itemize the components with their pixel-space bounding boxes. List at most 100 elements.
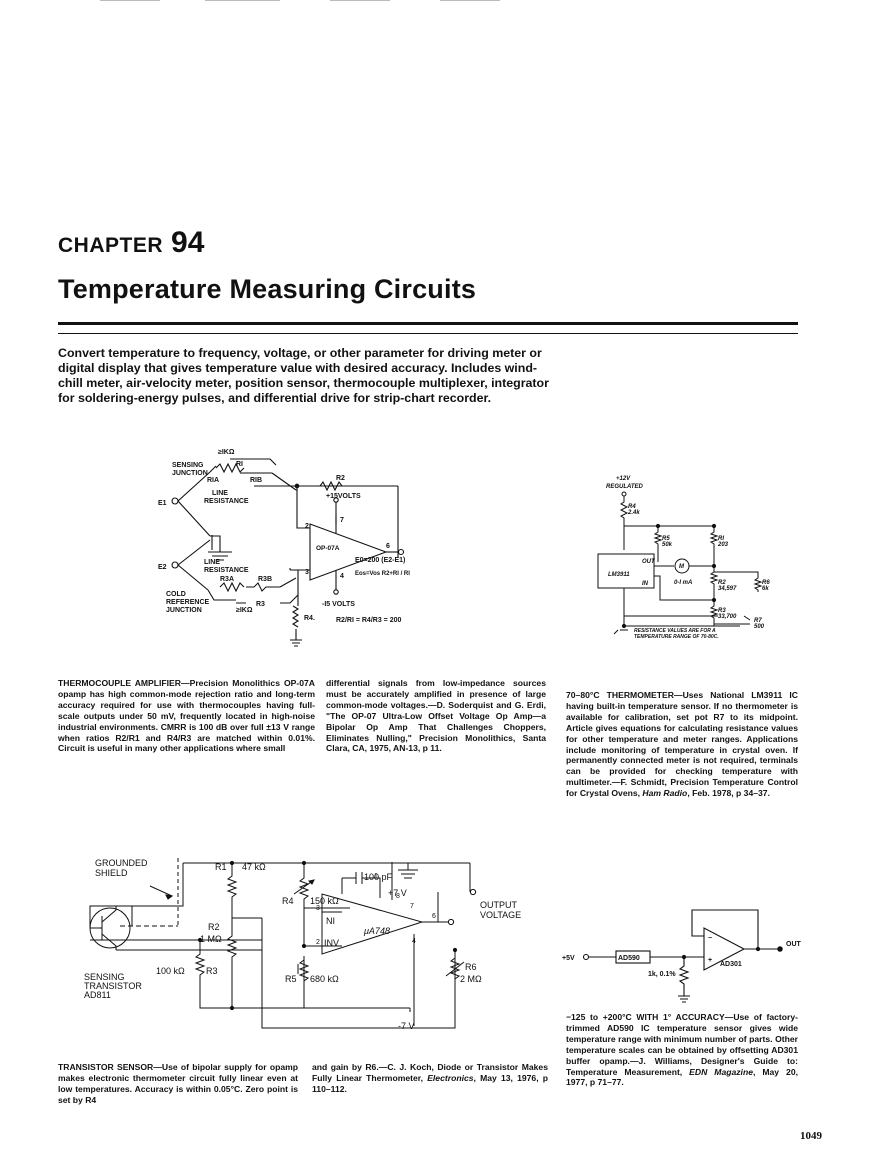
ratio-label: R2/RI = R4/R3 = 200 (336, 617, 401, 624)
note-line2: TEMPERATURE RANGE OF 70-80C. (634, 634, 719, 640)
supply-label: +12V (616, 476, 631, 482)
part-label: AD811 (84, 990, 111, 1000)
r2-label: R2 (718, 580, 726, 586)
ad590-heading: −125 to +200°C WITH 1° ACCURACY (566, 1012, 725, 1022)
title-rule-thin (58, 333, 798, 334)
r3a-label: R3A (220, 576, 234, 583)
r3-label: R3 (206, 966, 218, 976)
plus15-label: +15VOLTS (326, 493, 361, 500)
pin3: 3 (316, 905, 320, 912)
out-label: OUT (786, 941, 802, 948)
pin2: 2 (305, 523, 309, 530)
thermocouple-body: —Precision Monolithics OP-07A opamp has … (58, 678, 315, 754)
r3-value: 100 kΩ (156, 966, 185, 976)
r4-label: R4 (282, 896, 294, 906)
pin3: 3 (305, 569, 309, 576)
r2-label: R2 (208, 922, 220, 932)
r2-value: 34,597 (718, 586, 737, 592)
resistance-label: RESISTANCE (204, 498, 249, 505)
transistor-label: TRANSISTOR (84, 981, 142, 991)
eq2-label: Eos=Vos R2+RI / RI (355, 571, 410, 577)
pin2: 2 (316, 939, 320, 946)
reference-label: REFERENCE (166, 599, 210, 606)
r6-value: 6k (762, 586, 769, 592)
pin1: 1 (374, 873, 378, 880)
e2-label: E2 (158, 564, 167, 571)
inv-label: INV (324, 938, 339, 948)
resistance2-label: RESISTANCE (204, 567, 249, 574)
v5-label: +5V (562, 955, 575, 962)
opamp-label: OP-07A (316, 545, 340, 552)
pin6: 6 (432, 913, 436, 920)
chapter-intro: Convert temperature to frequency, voltag… (58, 346, 549, 405)
thermocouple-caption-col2: differential signals from low-impedance … (326, 678, 546, 754)
page-number: 1049 (800, 1130, 822, 1142)
note-line1: RESISTANCE VALUES ARE FOR A (634, 628, 716, 634)
sensing-label: SENSING (84, 972, 125, 982)
r5-value: 680 kΩ (310, 974, 339, 984)
thermocouple-heading: THERMOCOUPLE AMPLIFIER (58, 678, 181, 688)
r1-label: R1 (215, 862, 227, 872)
lm3911-journal: Ham Radio (642, 788, 688, 799)
chapter-number: 94 (171, 226, 205, 259)
r3-value: ≥IKΩ (236, 607, 253, 614)
ad590-journal: EDN Magazine (689, 1066, 753, 1077)
r4-value: 150 kΩ (310, 896, 339, 906)
r2-label: R2 (336, 475, 345, 482)
meter-range: 0-I mA (674, 580, 692, 586)
res-label: 1k, 0.1% (648, 971, 676, 978)
r1-value: 47 kΩ (242, 862, 266, 872)
lm3911-heading: 70–80°C THERMOMETER (566, 690, 674, 700)
amp-label: AD301 (720, 961, 742, 968)
pin7: 7 (410, 903, 414, 910)
amp-label: μA748 (363, 926, 390, 936)
voltage-label: VOLTAGE (480, 910, 521, 920)
minus7-label: -7 V (398, 1021, 415, 1031)
eq1-label: E0=200 (E2-E1) (355, 557, 405, 564)
pin8: 8 (396, 893, 400, 900)
transistor-heading: TRANSISTOR SENSOR (58, 1062, 154, 1072)
r1-label: RI (236, 461, 243, 468)
ad590-body: —Use of factory-trimmed AD590 IC tempera… (566, 1012, 798, 1077)
r1-value: 203 (717, 542, 729, 548)
sensing-label: SENSING (172, 462, 204, 469)
r3b-label: R3B (258, 576, 272, 583)
minus-sign: − (708, 935, 712, 942)
r3-value: 33,700 (718, 614, 737, 620)
r3-label: R3 (256, 601, 265, 608)
thermocouple-amplifier-schematic: ≥IKΩ SENSING JUNCTION RI RIA RIB LINE RE… (158, 449, 410, 647)
cold-label: COLD (166, 591, 186, 598)
plus-sign: + (708, 957, 712, 964)
r2-value: 1 MΩ (200, 934, 222, 944)
lm3911-thermometer-schematic: +12V REGULATED R4 2.4k R5 50k RI 203 LM3… (597, 476, 770, 640)
r6-label: R6 (762, 580, 770, 586)
junction-label: JUNCTION (172, 470, 208, 477)
grounded-label: GROUNDED (95, 858, 148, 868)
out-label: OUT (642, 559, 656, 565)
line-label: LINE (212, 490, 228, 497)
thermocouple-caption-col1: THERMOCOUPLE AMPLIFIER—Precision Monolit… (58, 678, 315, 754)
plus7-label: +7 V (388, 888, 407, 898)
ad590-caption: −125 to +200°C WITH 1° ACCURACY—Use of f… (566, 1012, 798, 1088)
in-label: IN (642, 581, 649, 587)
transistor-body2: and gain by R6.—C. J. Koch, Diode or Tra… (312, 1062, 548, 1083)
r4-label: R4. (304, 615, 315, 622)
r4-label: R4 (628, 504, 636, 510)
ad590-tail: , May 20, 1977, p 71–77. (566, 1066, 798, 1088)
r1-value: ≥IKΩ (218, 449, 235, 456)
ad590-schematic: +5V AD590 1k, 0.1% AD301 OUT − + (562, 909, 802, 1003)
junction2-label: JUNCTION (166, 607, 202, 614)
lm3911-body: —Uses National LM3911 IC having built-in… (566, 690, 798, 799)
minus15-label: -I5 VOLTS (322, 601, 355, 608)
meter-label: M (679, 564, 685, 570)
output-label: OUTPUT (480, 900, 518, 910)
pin4: 4 (340, 573, 344, 580)
transistor-body: —Use of bipolar supply for opamp makes e… (58, 1062, 299, 1105)
transistor-journal: Electronics (427, 1072, 474, 1083)
r7-label: R7 (754, 618, 762, 624)
title-rule (58, 322, 798, 325)
r6-value: 2 MΩ (460, 974, 482, 984)
transistor-caption-col1: TRANSISTOR SENSOR—Use of bipolar supply … (58, 1062, 298, 1106)
r5-value: 50k (662, 542, 673, 548)
line2-label: LINE (204, 559, 220, 566)
